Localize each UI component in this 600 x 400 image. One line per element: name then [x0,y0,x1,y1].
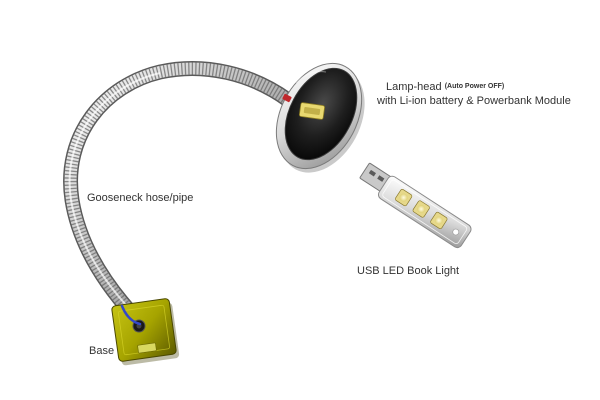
lamp-head-label-text: Lamp-head [386,81,442,93]
base [111,298,180,366]
lamp-head-label: Lamp-head (Auto Power OFF) [386,80,504,94]
gooseneck-hose [63,61,296,326]
base-label: Base [89,345,115,357]
lamp-head-note: (Auto Power OFF) [444,83,505,90]
gooseneck-label: Gooseneck hose/pipe [87,192,194,204]
usb-led-book-light [359,162,472,249]
lamp-head-description: with Li-ion battery & Powerbank Module [377,95,571,107]
usb-light-label: USB LED Book Light [357,265,460,277]
lamp-head [275,62,365,173]
